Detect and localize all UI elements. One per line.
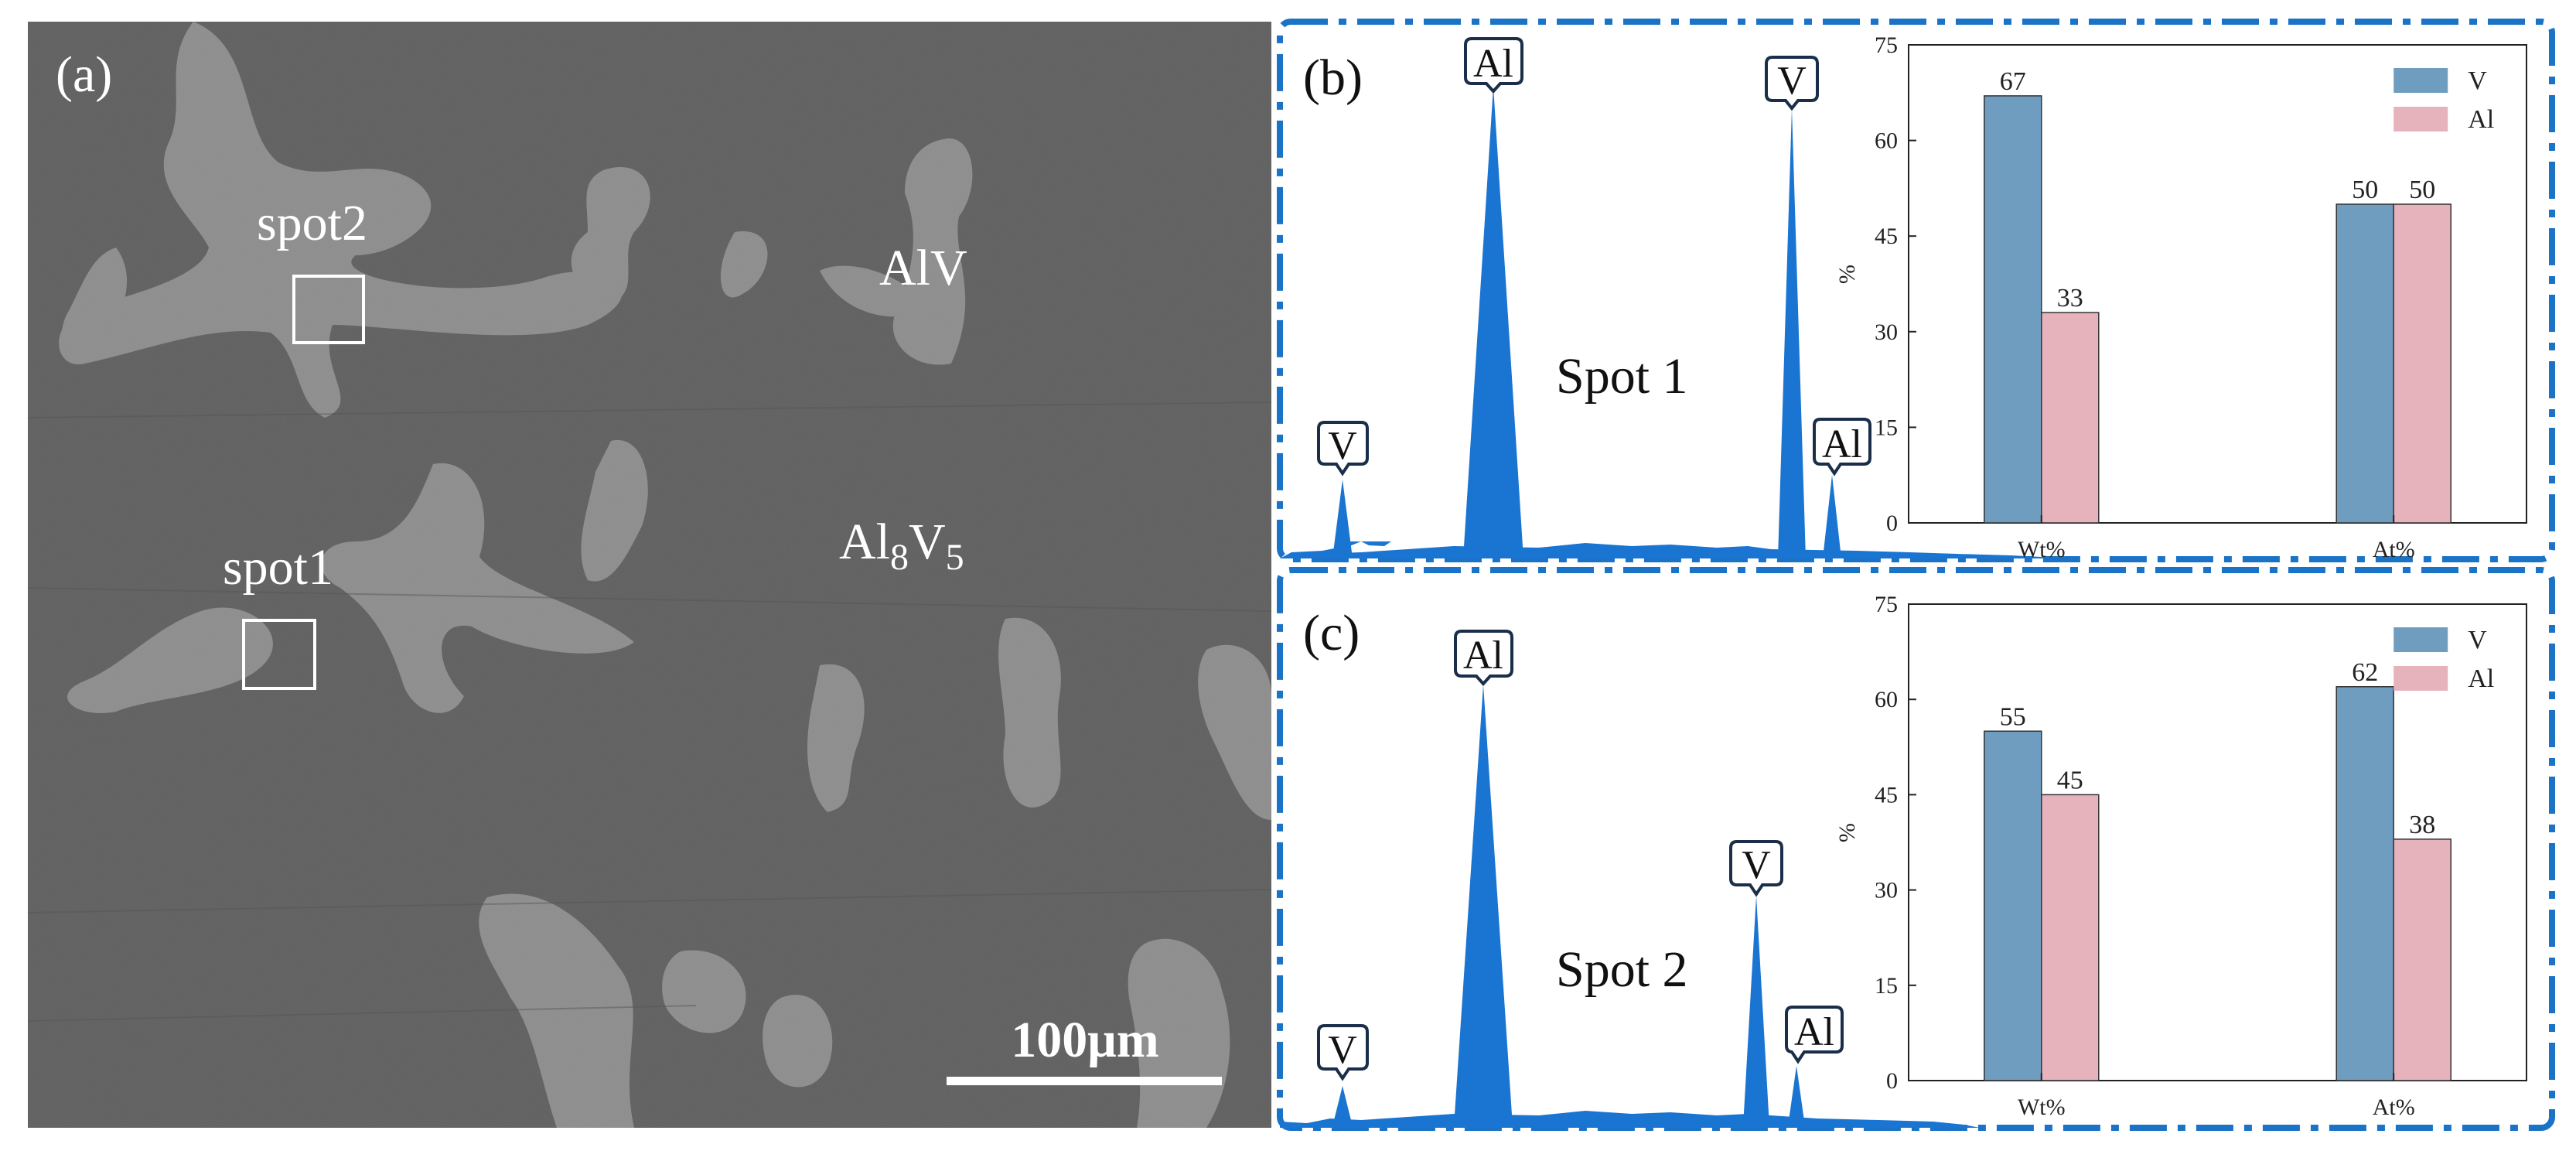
- spectrum-1-title: Spot 1: [1556, 348, 1688, 405]
- peak-label-v2-callout: V: [1765, 56, 1819, 111]
- data-label: 33: [2057, 284, 2083, 312]
- spectrum-2-peak-al-large: [1454, 685, 1513, 1126]
- data-label: 38: [2409, 811, 2435, 839]
- phase-label-alv: AlV: [879, 240, 967, 296]
- bar-v-wt: [1984, 730, 2042, 1081]
- legend-label-v: V: [2468, 626, 2487, 654]
- spectrum-2-baseline: [1280, 1111, 1980, 1128]
- scalebar-label: 100μm: [1011, 1012, 1158, 1068]
- y-tick-label: 15: [1875, 415, 1898, 440]
- data-label: 45: [2057, 766, 2083, 794]
- peak-label-v4: V: [1742, 843, 1771, 887]
- legend-swatch-v: [2393, 68, 2448, 93]
- spectrum-1-baseline: [1315, 543, 2057, 558]
- plot-frame: [1908, 603, 2527, 1081]
- panel-b-frame: [1277, 19, 2555, 562]
- phase-label-al8v5: Al8V5: [839, 514, 964, 578]
- data-label: 55: [2000, 702, 2026, 731]
- y-axis-label: %: [1834, 823, 1860, 842]
- data-label: 50: [2409, 176, 2435, 204]
- peak-label-v1-callout: V: [1317, 421, 1369, 476]
- legend-label-al: Al: [2468, 105, 2494, 134]
- y-tick-label: 45: [1875, 782, 1898, 808]
- x-tick-label: Wt%: [2018, 1095, 2066, 1120]
- spot1-label: spot1: [223, 539, 333, 596]
- x-tick-label: Wt%: [2018, 537, 2066, 562]
- peak-label-al4-callout: Al: [1785, 1006, 1844, 1064]
- legend-swatch-v: [2393, 627, 2448, 652]
- data-label: 62: [2352, 658, 2378, 687]
- y-tick-label: 60: [1875, 128, 1898, 154]
- bar-al-wt: [2041, 312, 2100, 524]
- scratch-lines: [27, 401, 1272, 1022]
- spectrum-1-peak-al-large: [1463, 87, 1523, 558]
- legend-swatch-al: [2393, 666, 2448, 691]
- y-tick-label: 75: [1875, 32, 1898, 58]
- y-tick-label: 45: [1875, 224, 1898, 249]
- bar-v-at: [2335, 203, 2394, 524]
- y-tick-label: 30: [1875, 878, 1898, 903]
- x-tick-label: At%: [2373, 537, 2415, 562]
- peak-label-v4-callout: V: [1729, 840, 1783, 897]
- sem-noise-overlay: [28, 22, 1271, 1128]
- spot2-marker: [292, 275, 365, 344]
- legend-label-al: Al: [2468, 664, 2494, 693]
- panel-c-label: (c): [1303, 605, 1360, 661]
- bar-v-wt: [1984, 95, 2042, 524]
- peak-label-al3: Al: [1463, 634, 1503, 678]
- spectrum-2-peak-al-small: [1788, 1066, 1805, 1126]
- spectrum-1-peak-v-large: [1778, 108, 1806, 558]
- edx-spectrum-1: [1280, 87, 2057, 558]
- peak-label-al2-callout: Al: [1813, 418, 1871, 476]
- spectrum-1-peak-v-small: [1332, 480, 1353, 558]
- peak-label-v1: V: [1328, 424, 1357, 468]
- data-label: 67: [2000, 67, 2026, 96]
- peak-label-v3: V: [1328, 1028, 1357, 1072]
- legend-swatch-al: [2393, 107, 2448, 131]
- spot2-label: spot2: [257, 195, 367, 251]
- panel-c: (c) Spot 2 V Al V Al 0 15 30 45 60 75% 55 45Wt%…: [1277, 567, 2555, 1131]
- bar-v-at: [2335, 686, 2394, 1081]
- peak-label-al1-callout: Al: [1464, 37, 1523, 94]
- edx-spectrum-2: [1280, 685, 1980, 1128]
- y-axis-label: %: [1834, 265, 1860, 284]
- spot1-marker: [242, 619, 316, 690]
- panel-b-label: (b): [1303, 50, 1363, 106]
- y-tick-label: 30: [1875, 319, 1898, 345]
- sem-panel: (a) spot2 AlV spot1 Al8V5 100μm: [27, 22, 1272, 1128]
- panel-b: (b) Spot 1 V Al V Al 0 15 30 45 60 75% 67 33Wt%…: [1277, 19, 2555, 562]
- bar-al-wt: [2041, 794, 2100, 1081]
- peak-label-al1: Al: [1473, 42, 1513, 86]
- x-tick-label: At%: [2373, 1095, 2415, 1120]
- plot-frame: [1908, 44, 2527, 524]
- spectrum-1-peak-al-small: [1823, 475, 1841, 558]
- spectrum-2-peak-v-large: [1743, 896, 1769, 1126]
- peak-label-al2: Al: [1822, 422, 1862, 466]
- panel-a-label: (a): [56, 46, 112, 103]
- y-tick-label: 0: [1886, 1068, 1898, 1094]
- peak-label-v3-callout: V: [1317, 1024, 1369, 1081]
- peak-label-v2: V: [1777, 59, 1807, 103]
- data-label: 50: [2352, 176, 2378, 204]
- bar-al-at: [2393, 838, 2451, 1081]
- y-tick-label: 75: [1875, 592, 1898, 617]
- y-tick-label: 15: [1875, 973, 1898, 999]
- scalebar: [947, 1077, 1222, 1085]
- peak-label-al3-callout: Al: [1454, 630, 1513, 686]
- spectrum-2-title: Spot 2: [1556, 941, 1688, 998]
- spectrum-2-peak-v-small: [1332, 1086, 1353, 1126]
- y-tick-label: 60: [1875, 687, 1898, 712]
- legend-label-v: V: [2468, 67, 2487, 95]
- bar-al-at: [2393, 203, 2451, 524]
- y-tick-label: 0: [1886, 511, 1898, 536]
- peak-label-al4: Al: [1794, 1010, 1834, 1054]
